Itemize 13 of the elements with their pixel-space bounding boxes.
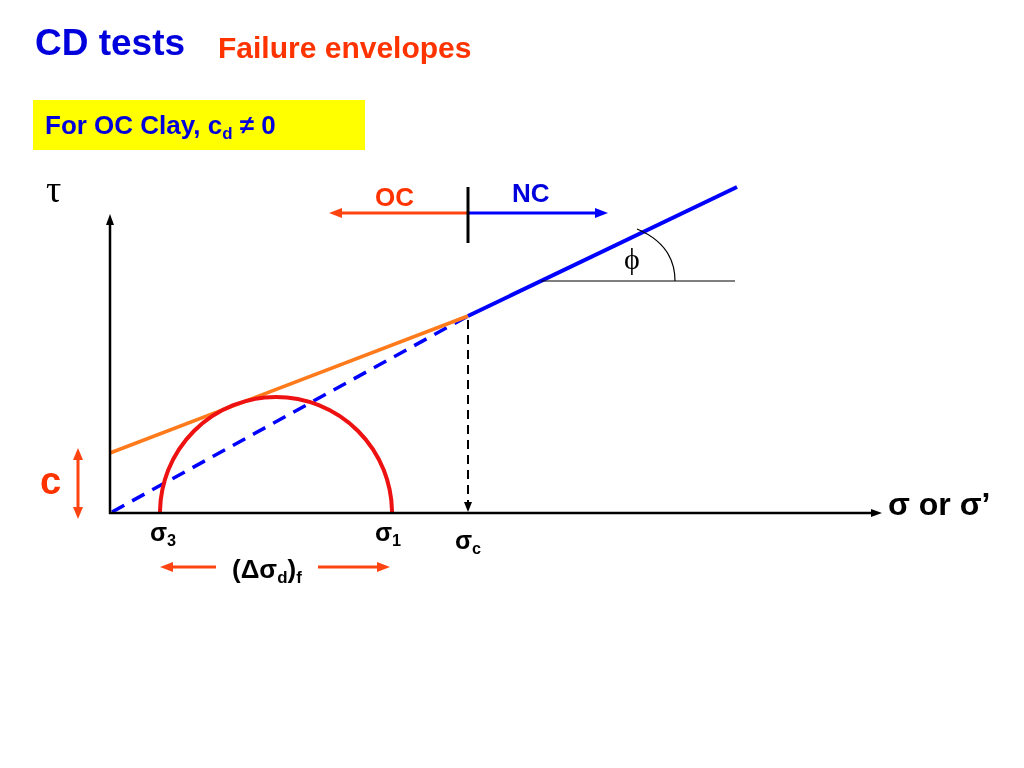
stress-label: σ$_{1}$ (375, 520, 402, 545)
axis-label: τ (46, 170, 62, 208)
axis-label: σ or σ’ (888, 488, 991, 520)
region-label: NC (512, 180, 550, 206)
angle-label: ϕ (624, 244, 640, 274)
highlighted-note: For OC Clay, c$_{d}$ ≠ 0 (33, 100, 365, 150)
title: CD tests (35, 24, 186, 61)
stress-label: σ$_{3}$ (150, 520, 177, 545)
stress-label: σ$_{c}$ (455, 528, 482, 553)
dimension-label: c (40, 462, 62, 500)
dimension-label: (Δσ$_{d}$)$_{f}$ (232, 556, 302, 582)
region-label: OC (375, 184, 414, 210)
subtitle: Failure envelopes (218, 33, 472, 63)
